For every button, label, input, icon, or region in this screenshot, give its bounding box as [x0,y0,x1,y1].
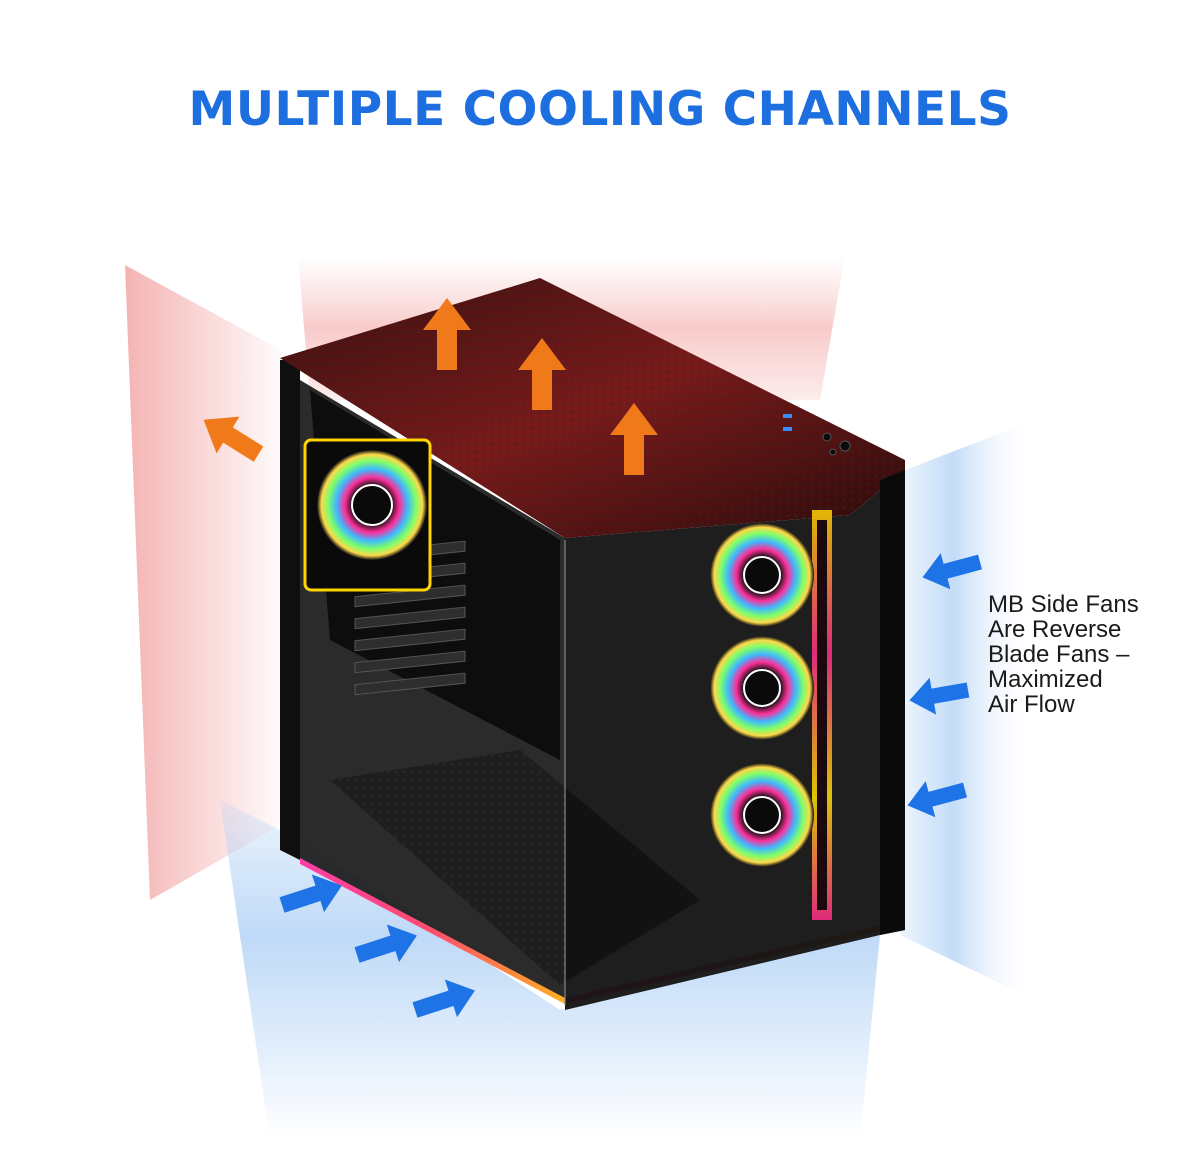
top-io-ports [783,414,851,456]
callout-line: MB Side Fans [988,591,1139,618]
rgb-light-strip [300,858,565,1004]
rear-fan [303,438,432,592]
callout-line: Maximized [988,666,1103,693]
front-fan-top [710,523,814,627]
case-rear-frame [280,360,300,860]
exhaust-glow-left [125,265,290,900]
callout-line: Air Flow [988,691,1075,718]
front-fan-middle [710,636,814,740]
callout-line: Blade Fans – [988,641,1130,668]
intake-glow-bottom [220,800,880,1140]
page-title: MULTIPLE COOLING CHANNELS [188,82,1012,137]
front-fan-bottom [710,763,814,867]
fan-feature-callout: MB Side Fans Are Reverse Blade Fans – Ma… [988,592,1193,717]
callout-line: Are Reverse [988,616,1122,643]
